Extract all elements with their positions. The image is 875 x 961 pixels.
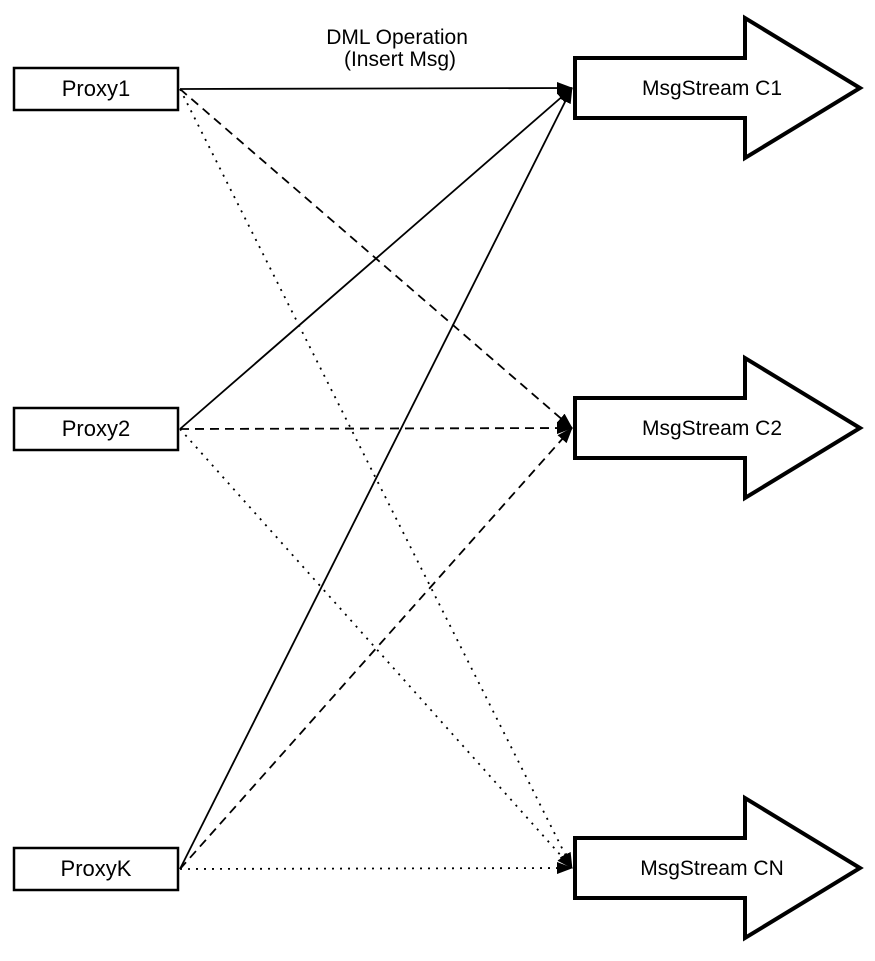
proxy2-box [12,406,180,452]
edge-proxy1-cn [179,88,573,869]
edge-proxy2-c1 [179,87,573,430]
msgstream-cn-label: MsgStream CN [640,857,784,880]
edge-proxyk-c1 [179,87,573,870]
proxy2-node: Proxy2 [12,406,180,452]
diagram-title: DML Operation (Insert Msg) [326,26,473,71]
edge-proxy2-c2 [179,422,573,435]
proxyk-box [12,846,180,892]
proxy2-label: Proxy2 [62,416,130,441]
proxy1-label: Proxy1 [62,76,130,101]
msgstream-c1-node: MsgStream C1 [573,14,864,162]
diagram-title-line1: DML Operation [326,26,468,49]
proxy1-node: Proxy1 [12,66,180,112]
edge-proxyk-cn [179,862,573,875]
msgstream-c1-label: MsgStream C1 [642,77,782,100]
edge-proxyk-c2 [179,427,573,870]
proxy1-box [12,66,180,112]
proxyk-node: ProxyK [12,846,180,892]
msgstream-cn-node: MsgStream CN [573,794,864,942]
msgstream-cn-arrow-icon [573,794,864,942]
msgstream-c1-arrow-icon [573,14,864,162]
edge-layer [179,82,573,875]
msgstream-c2-label: MsgStream C2 [642,417,782,440]
msgstream-c2-node: MsgStream C2 [573,354,864,502]
diagram-title-line2: (Insert Msg) [344,48,456,71]
msgstream-c2-arrow-icon [573,354,864,502]
proxyk-label: ProxyK [61,856,132,881]
edge-proxy1-c1 [179,82,573,95]
